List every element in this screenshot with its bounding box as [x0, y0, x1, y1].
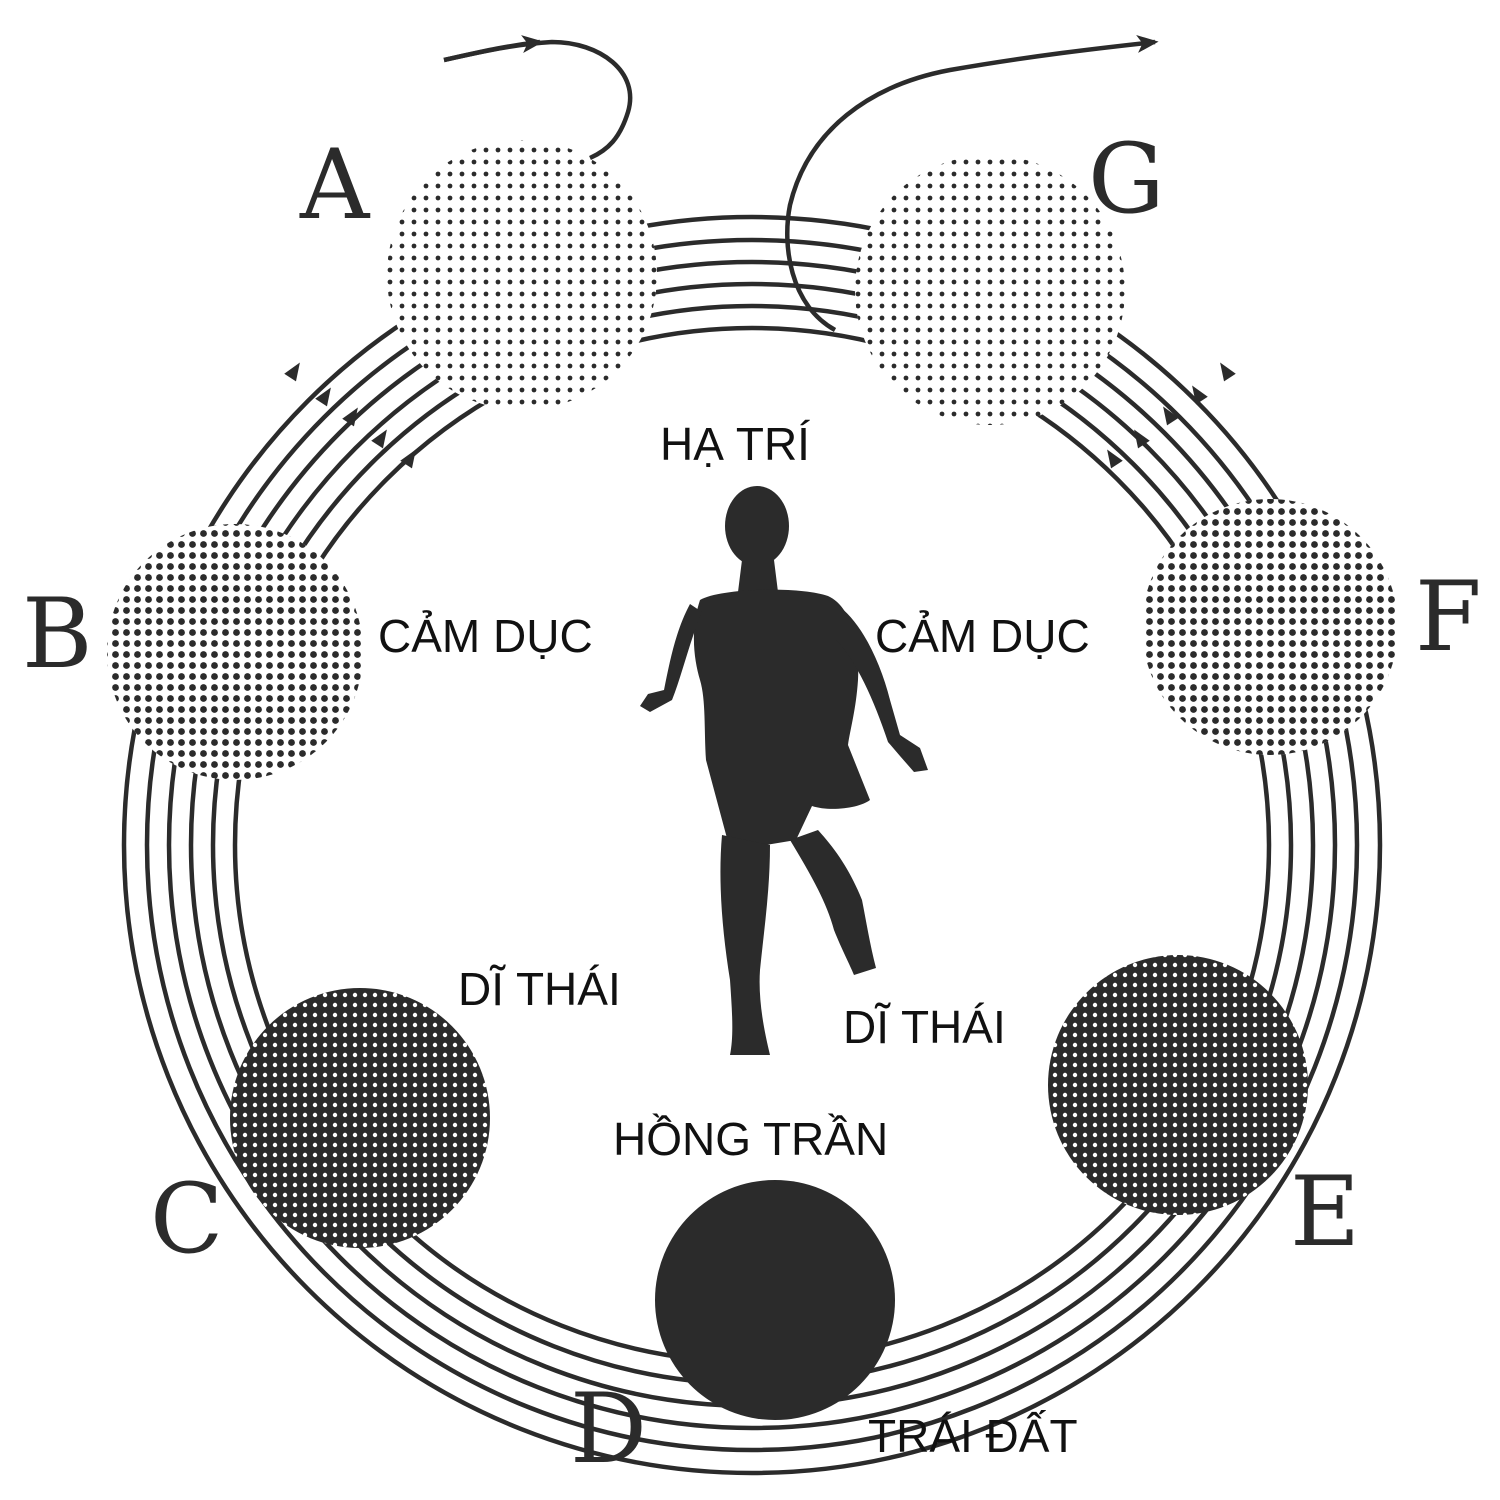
globe-letters: A B C D E F G [22, 123, 1482, 1485]
globe-d [655, 1180, 895, 1420]
arrow-icon [1163, 406, 1179, 426]
globe-g [855, 155, 1125, 425]
globe-letter-f: F [1415, 561, 1482, 673]
globe-c [230, 988, 490, 1248]
arrow-icon [1107, 449, 1123, 469]
arrow-icon [371, 429, 387, 449]
orbit-ring [166, 259, 1338, 1431]
globe-letter-b: B [22, 578, 93, 690]
human-figure-illustration [640, 486, 928, 1055]
flow-arrows [443, 35, 1159, 332]
arrow-icon [342, 407, 358, 427]
label-astral-right: CẢM DỤC [875, 610, 1090, 662]
globe-letter-g: G [1088, 123, 1165, 235]
orbit-ring [144, 237, 1360, 1453]
label-etheric-right: DĨ THÁI [843, 1001, 1006, 1053]
globe-letter-c: C [150, 1163, 223, 1275]
label-physical-plane: HỒNG TRẦN [613, 1113, 888, 1165]
orbit-direction-arrows [284, 362, 1236, 469]
label-mental-plane: HẠ TRÍ [660, 418, 810, 470]
arrow-icon [400, 449, 416, 469]
orbit-ring [121, 214, 1383, 1476]
exiting-flow-arrow [785, 35, 1159, 332]
globe-a [387, 140, 657, 410]
label-earth: TRÁI ĐẤT [868, 1410, 1078, 1462]
arrow-icon [1192, 385, 1208, 405]
plane-labels: HẠ TRÍ CẢM DỤC CẢM DỤC DĨ THÁI DĨ THÁI H… [378, 418, 1090, 1462]
globe-letter-e: E [1290, 1156, 1360, 1268]
arrow-icon [1134, 429, 1150, 449]
globes [107, 140, 1398, 1420]
globe-letter-d: D [570, 1373, 647, 1485]
arrow-icon [315, 387, 331, 407]
arrow-icon [1220, 362, 1236, 382]
entering-flow-arrowhead [443, 35, 544, 63]
globe-e [1048, 955, 1308, 1215]
globe-b [107, 524, 363, 780]
globe-f [1142, 499, 1398, 755]
globe-letter-a: A [299, 129, 371, 241]
entering-flow-arrow [443, 39, 633, 161]
label-etheric-left: DĨ THÁI [458, 963, 621, 1015]
label-astral-left: CẢM DỤC [378, 610, 593, 662]
arrow-icon [284, 362, 300, 382]
